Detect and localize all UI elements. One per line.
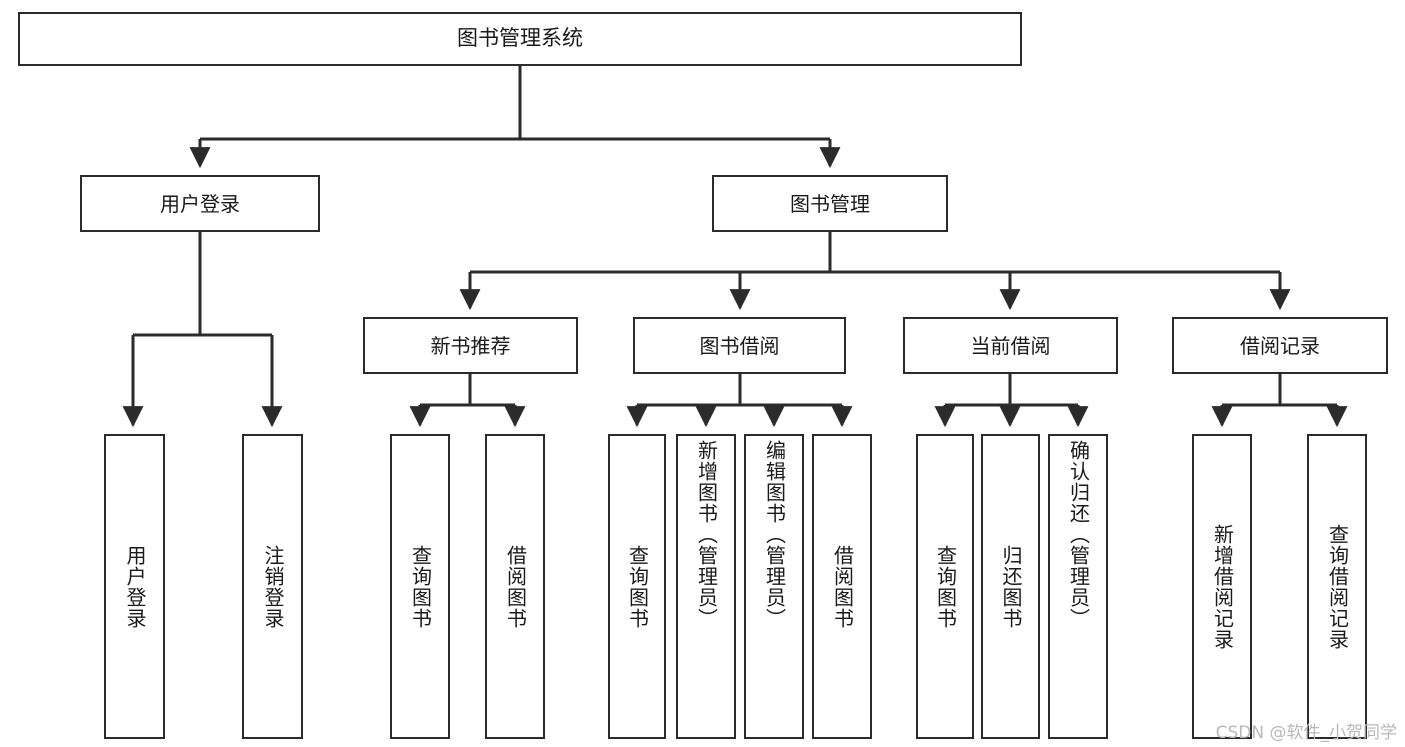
node-leaf-logout[interactable]: 注销登录: [242, 434, 303, 739]
node-label: 当前借阅: [970, 333, 1051, 358]
node-label: 查询借阅记录: [1325, 523, 1350, 650]
node-label: 新增借阅记录: [1210, 523, 1235, 650]
node-leaf-query-borrow-record[interactable]: 查询借阅记录: [1307, 434, 1367, 739]
node-leaf-query-book-2[interactable]: 查询图书: [608, 434, 666, 739]
node-book-manage[interactable]: 图书管理: [712, 175, 948, 232]
node-label: 借阅图书: [830, 544, 855, 629]
node-current-borrow[interactable]: 当前借阅: [903, 317, 1118, 374]
node-label: 确认归还（管理员）: [1066, 440, 1091, 629]
node-user-login[interactable]: 用户登录: [80, 175, 320, 232]
node-leaf-query-book-3[interactable]: 查询图书: [916, 434, 974, 739]
node-label: 借阅记录: [1240, 333, 1320, 358]
node-label: 用户登录: [123, 544, 147, 629]
node-leaf-confirm-return-admin[interactable]: 确认归还（管理员）: [1048, 434, 1108, 739]
node-label: 编辑图书（管理员）: [762, 440, 787, 629]
node-label: 用户登录: [160, 191, 240, 216]
node-label: 新书推荐: [430, 333, 511, 358]
node-root-title[interactable]: 图书管理系统: [18, 12, 1022, 66]
node-leaf-borrow-book-1[interactable]: 借阅图书: [485, 434, 545, 739]
node-book-borrow[interactable]: 图书借阅: [633, 317, 846, 374]
node-label: 图书借阅: [699, 333, 780, 358]
node-leaf-query-book-1[interactable]: 查询图书: [390, 434, 450, 739]
node-leaf-edit-book-admin[interactable]: 编辑图书（管理员）: [744, 434, 804, 739]
node-leaf-add-book-admin[interactable]: 新增图书（管理员）: [676, 434, 736, 739]
node-label: 查询图书: [625, 544, 650, 629]
node-label: 图书管理: [790, 191, 870, 216]
node-leaf-return-book[interactable]: 归还图书: [981, 434, 1040, 739]
node-label: 归还图书: [999, 544, 1023, 629]
node-label: 图书管理系统: [457, 26, 583, 51]
node-leaf-add-borrow-record[interactable]: 新增借阅记录: [1192, 434, 1252, 739]
node-leaf-borrow-book-2[interactable]: 借阅图书: [812, 434, 872, 739]
node-label: 新增图书（管理员）: [694, 440, 719, 629]
node-leaf-user-login[interactable]: 用户登录: [104, 434, 165, 739]
node-label: 查询图书: [933, 544, 958, 629]
node-label: 查询图书: [408, 544, 433, 629]
node-label: 借阅图书: [503, 544, 528, 629]
node-borrow-record[interactable]: 借阅记录: [1172, 317, 1388, 374]
node-label: 注销登录: [261, 544, 285, 629]
node-new-book-recommendation[interactable]: 新书推荐: [363, 317, 578, 374]
